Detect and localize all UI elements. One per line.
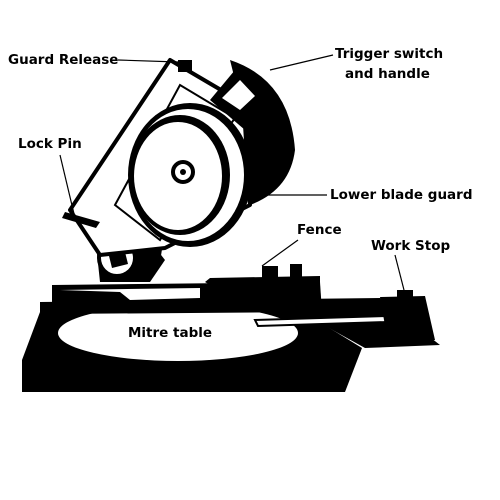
leader-guard-release [117,59,179,63]
leader-lock-pin [59,154,76,219]
guard-release-knob [178,60,192,72]
leader-fence [261,239,299,267]
lock-pin [62,212,100,228]
label-trigger-switch-line1: Trigger switch [335,46,444,62]
mitre-table [58,305,298,361]
label-trigger-switch-line2: and handle [345,66,430,82]
label-lower-blade-guard: Lower blade guard [330,187,473,203]
label-fence: Fence [297,222,342,238]
label-lock-pin: Lock Pin [18,136,82,152]
label-work-stop: Work Stop [371,238,451,254]
leader-trigger-switch [269,54,334,71]
leader-work-stop [394,254,405,291]
label-mitre-table: Mitre table [128,325,213,341]
leader-lines [59,54,405,291]
label-guard-release: Guard Release [8,52,119,68]
trigger-handle [210,70,265,130]
lower-blade-guard [128,103,252,247]
work-stop [253,290,435,343]
fence [52,264,322,314]
